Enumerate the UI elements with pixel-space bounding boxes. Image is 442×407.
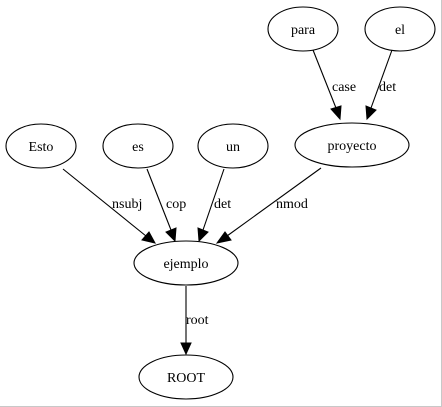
node-es: es — [102, 123, 174, 169]
edge-esto-ejemplo: nsubj — [62, 168, 156, 244]
node-label: es — [132, 140, 144, 155]
node-un: un — [197, 123, 269, 169]
edge-label: root — [186, 313, 209, 328]
node-para: para — [267, 6, 339, 52]
node-el: el — [364, 6, 436, 52]
edge-ejemplo-root: root — [180, 286, 209, 356]
edge-label: cop — [166, 197, 186, 212]
node-label: proyecto — [328, 139, 377, 154]
node-label: para — [291, 23, 316, 38]
node-proyecto: proyecto — [294, 122, 410, 168]
edge-es-ejemplo: cop — [146, 168, 186, 243]
edge-label: case — [332, 80, 356, 95]
node-label: ROOT — [167, 371, 206, 386]
node-ejemplo: ejemplo — [133, 240, 239, 286]
node-esto: Esto — [5, 123, 77, 169]
node-label: un — [226, 140, 240, 155]
edge-label: nmod — [276, 197, 308, 212]
edge-el-proyecto: det — [365, 49, 396, 121]
edge-para-proyecto: case — [312, 49, 356, 121]
node-label: Esto — [29, 140, 54, 155]
edge-label: det — [214, 197, 231, 212]
edge-label: det — [379, 80, 396, 95]
edge-proyecto-ejemplo: nmod — [215, 167, 322, 244]
node-label: ejemplo — [163, 257, 208, 272]
node-root: ROOT — [138, 354, 234, 400]
node-label: el — [395, 23, 405, 38]
edge-un-ejemplo: det — [197, 168, 231, 243]
edge-label: nsubj — [112, 197, 142, 212]
